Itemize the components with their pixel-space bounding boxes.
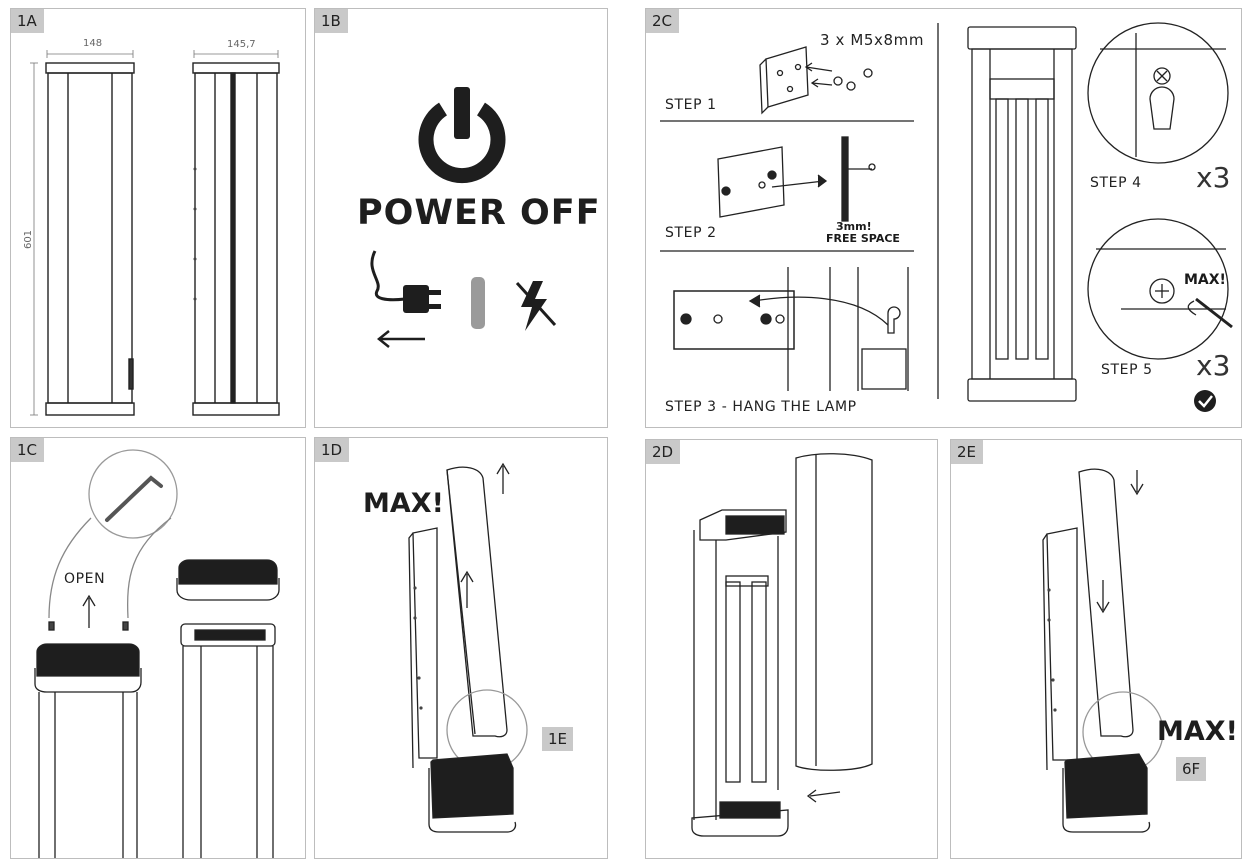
step-5-label: STEP 5 xyxy=(1101,362,1153,378)
panel-2d: 2D xyxy=(645,439,938,859)
panel-1b: 1B POWER OFF xyxy=(314,8,608,428)
dimension-height: 601 xyxy=(23,229,35,250)
step-4-label: STEP 4 xyxy=(1090,175,1142,191)
step-4-count: x3 xyxy=(1196,161,1231,194)
dimension-width-side: 145,7 xyxy=(227,39,256,50)
allen-key-icon xyxy=(105,475,163,522)
dimension-width-front: 148 xyxy=(83,38,103,49)
panel-label: 2E xyxy=(951,440,984,464)
no-power-icon xyxy=(515,281,557,331)
lamp-dimension-drawing xyxy=(30,50,280,416)
panel-label: 1A xyxy=(11,9,44,33)
free-space-value: 3mm! xyxy=(836,220,872,233)
step-5-count: x3 xyxy=(1196,349,1231,382)
panel-label: 2C xyxy=(646,9,680,33)
panel-2e: 2E MAX! 6F xyxy=(950,439,1242,859)
power-off-title: POWER OFF xyxy=(357,193,601,233)
panel-1c: 1C xyxy=(10,437,306,859)
free-space-label: FREE SPACE xyxy=(826,232,900,245)
max-label: MAX! xyxy=(1157,716,1238,747)
step-1-label: STEP 1 xyxy=(665,97,717,113)
step-2-label: STEP 2 xyxy=(665,225,717,241)
panel-label: 1D xyxy=(315,438,350,462)
panel-label: 1B xyxy=(315,9,348,33)
wall-socket-icon xyxy=(471,277,485,329)
checkmark-icon xyxy=(1194,390,1216,412)
step-5-max-label: MAX! xyxy=(1184,272,1226,288)
power-icon xyxy=(418,87,506,184)
panel-1d: 1D MAX! 1E xyxy=(314,437,608,859)
open-label: OPEN xyxy=(64,571,106,587)
panel-label: 2D xyxy=(646,440,681,464)
step-3-label: STEP 3 - HANG THE LAMP xyxy=(665,399,857,415)
panel-label: 1C xyxy=(11,438,45,462)
screws-spec: 3 x M5x8mm xyxy=(820,31,925,49)
panel-2c: 2C xyxy=(645,8,1242,428)
max-label: MAX! xyxy=(363,488,444,519)
unplug-icon xyxy=(370,250,441,348)
ref-1e-label: 1E xyxy=(542,727,574,751)
panel-1a: 1A xyxy=(10,8,306,428)
ref-6f-label: 6F xyxy=(1176,757,1207,781)
